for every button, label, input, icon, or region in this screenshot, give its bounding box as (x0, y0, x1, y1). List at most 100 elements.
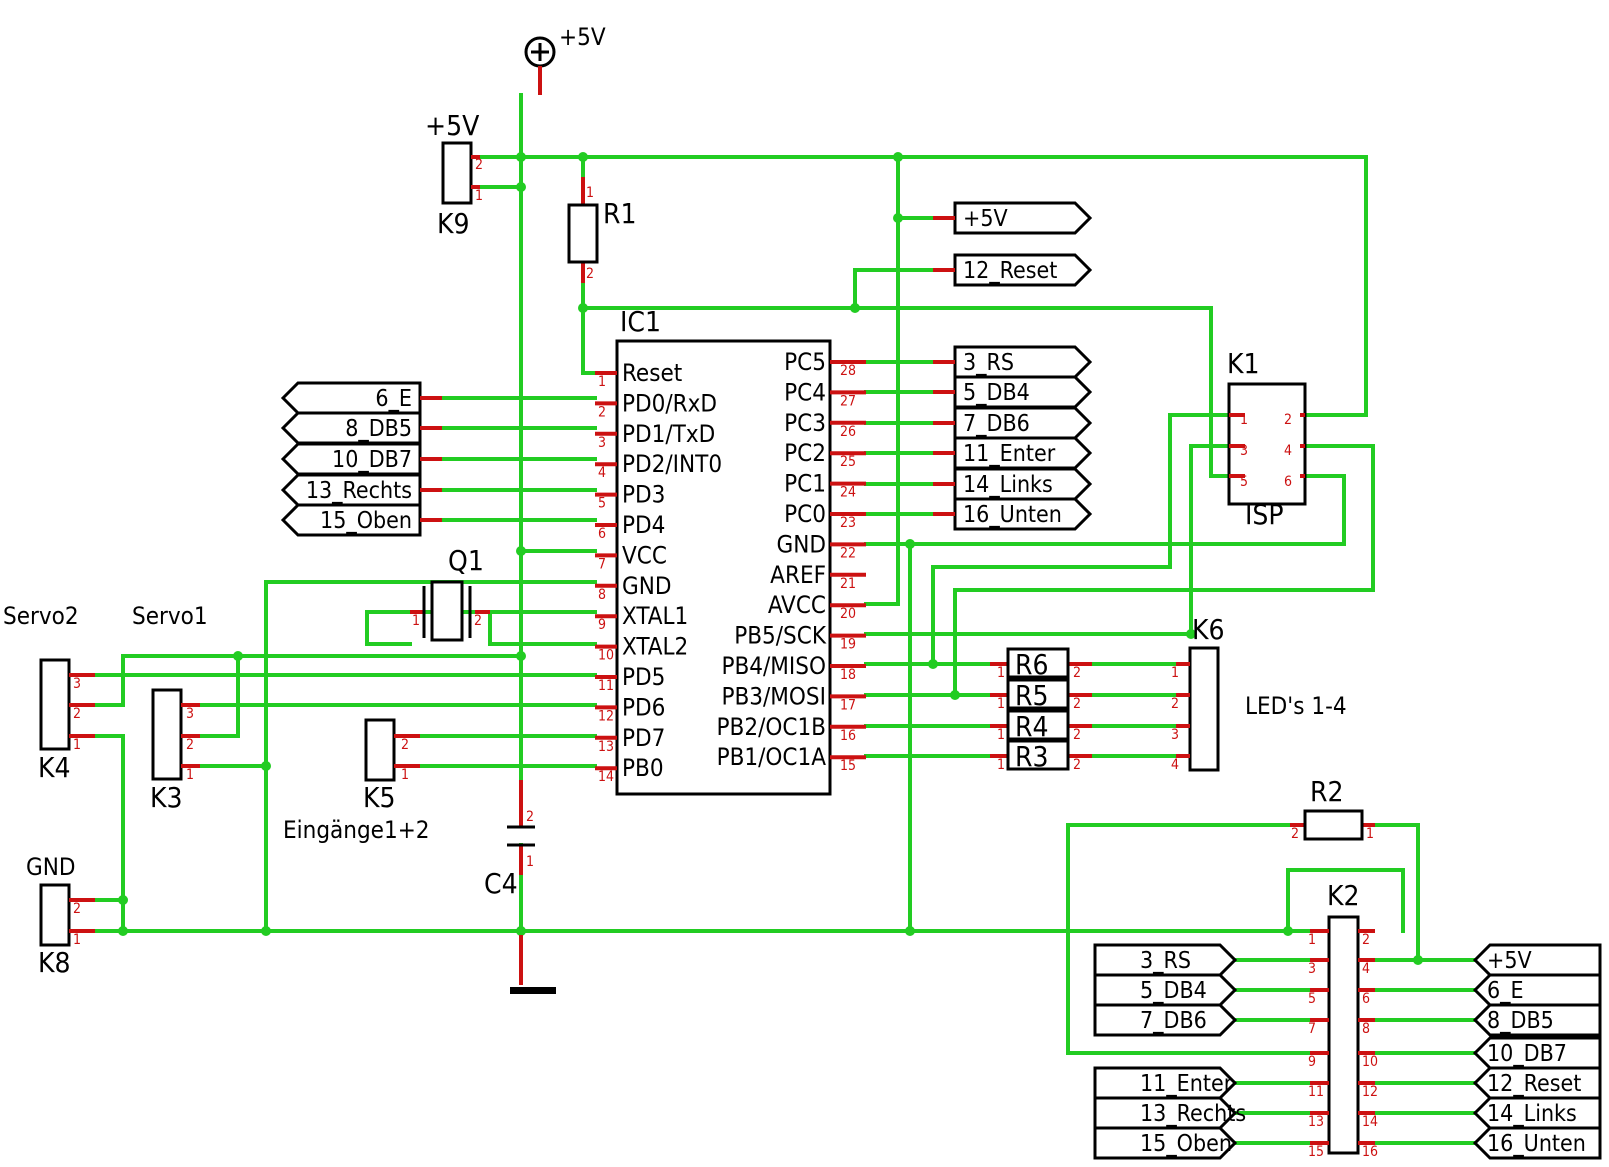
k2-left-flag (1093, 1096, 1238, 1130)
k2-odd-pin: 1 (1308, 932, 1316, 948)
k4-name: K4 (38, 751, 71, 784)
ic1-pin-signal: PC2 (784, 439, 826, 467)
k2-even-pin: 8 (1362, 1021, 1370, 1037)
k2-even-pin: 14 (1362, 1114, 1378, 1130)
k2-odd-pin: 7 (1308, 1021, 1316, 1037)
k2-even-pin: 6 (1362, 991, 1370, 1007)
ic1-pin-signal: PD5 (622, 663, 665, 691)
net-label-text: 13_Rechts (306, 478, 412, 504)
net-label-text: 11_Enter (963, 441, 1056, 467)
ic1-pin-signal: PD0/RxD (622, 389, 717, 417)
k4-pin-2: 2 (73, 706, 81, 722)
net-label-text: 15_Oben (320, 508, 412, 534)
resistor-pin-2: 2 (1073, 696, 1081, 712)
ic1-pin-signal: PC1 (784, 470, 826, 498)
k2-odd-pin: 11 (1308, 1084, 1324, 1100)
k2-left-flag (1093, 1066, 1238, 1100)
resistor-body (1006, 739, 1070, 771)
ic1-pin-signal: PD7 (622, 724, 665, 752)
k1-pin-2: 2 (1284, 412, 1292, 428)
ic1-pin-number: 18 (840, 667, 856, 683)
servo2-title: Servo2 (3, 602, 79, 630)
k2-even-pin: 4 (1362, 961, 1370, 977)
ic1-pin-signal: PB2/OC1B (717, 713, 826, 741)
ic1-pin-signal: PB4/MISO (721, 652, 826, 680)
q1-pin-1: 1 (412, 613, 420, 629)
ic1-pin-number: 19 (840, 637, 856, 653)
ic1-pin-signal: XTAL2 (622, 633, 688, 661)
q1-pin-2: 2 (474, 613, 482, 629)
k2-odd-pin: 9 (1308, 1054, 1316, 1070)
ic1-pin-signal: XTAL1 (622, 602, 688, 630)
k8-pin-1: 1 (73, 932, 81, 948)
net-label-flag (953, 201, 1093, 235)
k2-right-flag-text: 12_Reset (1487, 1071, 1581, 1097)
supply-label: +5V (559, 23, 606, 51)
k2-right-flag (1472, 1036, 1602, 1070)
net-label-text: 8_DB5 (345, 416, 412, 442)
right-net-labels: +5V12_Reset3_RS5_DB47_DB611_Enter14_Link… (933, 201, 1093, 531)
r1-resistor: 1 2 R1 (567, 177, 637, 283)
k2-left-flag (1093, 973, 1238, 1007)
c4-pin-2: 2 (526, 809, 534, 825)
ic1-pin-number: 15 (840, 758, 856, 774)
ic1-pin-signal: GND (622, 572, 672, 600)
k9-pin-2: 2 (475, 157, 483, 173)
r2-resistor: 2 1 R2 (1290, 775, 1375, 842)
net-label-flag (953, 436, 1093, 470)
net-label-flag (953, 345, 1093, 379)
ic1-pin-number: 2 (598, 404, 606, 420)
k2-odd-pin: 3 (1308, 961, 1316, 977)
k2-right-flag (1472, 1126, 1602, 1160)
ic1-pin-signal: PB1/OC1A (717, 743, 827, 771)
k8-title: GND (26, 853, 76, 881)
resistor-pin-1: 1 (997, 727, 1005, 743)
resistor-pin-2: 2 (1073, 665, 1081, 681)
k2-even-pin: 16 (1362, 1144, 1378, 1160)
ic1-pin-signal: PB3/MOSI (721, 682, 826, 710)
ic1-pin-signal: VCC (622, 541, 667, 569)
k2-right-flag (1472, 1096, 1602, 1130)
resistor-name: R4 (1015, 710, 1049, 743)
resistor-pin-2: 2 (1073, 757, 1081, 773)
k1-pin-5: 5 (1240, 474, 1248, 490)
net-label-flag (953, 375, 1093, 409)
k4-pin-1: 1 (73, 737, 81, 753)
k5-pin-1: 1 (401, 767, 409, 783)
net-label-flag (953, 497, 1093, 531)
net-label-text: 6_E (375, 386, 412, 412)
ic1-pin-signal: PC0 (784, 500, 826, 528)
k2-left-flag-text: 11_Enter (1140, 1071, 1233, 1097)
k2-even-pin: 12 (1362, 1084, 1378, 1100)
resistor-pin-1: 1 (997, 665, 1005, 681)
k2-left-flag-text: 3_RS (1140, 948, 1191, 974)
k1-pin-4: 4 (1284, 443, 1292, 459)
k3-pin-2: 2 (186, 737, 194, 753)
ic1-pin-number: 27 (840, 393, 856, 409)
k1-pin-3: 3 (1240, 443, 1248, 459)
ic1-pin-number: 4 (598, 465, 606, 481)
k1-pin-1: 1 (1240, 412, 1248, 428)
k2-even-pin: 2 (1362, 932, 1370, 948)
k2-left-flag (1093, 943, 1238, 977)
k2-odd-pin: 15 (1308, 1144, 1324, 1160)
k5-note: Eingänge1+2 (283, 816, 430, 844)
resistor-body (1006, 647, 1070, 679)
k6-pin-1: 1 (1171, 665, 1179, 681)
r2-name: R2 (1310, 775, 1344, 808)
net-label-flag (953, 467, 1093, 501)
resistor-name: R5 (1015, 679, 1049, 712)
net-label-flag (953, 253, 1093, 287)
ic1-pin-number: 20 (840, 606, 856, 622)
net-label-text: 12_Reset (963, 258, 1057, 284)
net-label-text: 3_RS (963, 350, 1014, 376)
k2-left-flag (1093, 1003, 1238, 1037)
wires (93, 93, 1477, 1145)
ic1-pin-signal: GND (776, 530, 826, 558)
k9-pin-1: 1 (475, 188, 483, 204)
k5-name: K5 (363, 781, 396, 814)
ic1-pin-number: 3 (598, 435, 606, 451)
ic1-pin-number: 5 (598, 496, 606, 512)
